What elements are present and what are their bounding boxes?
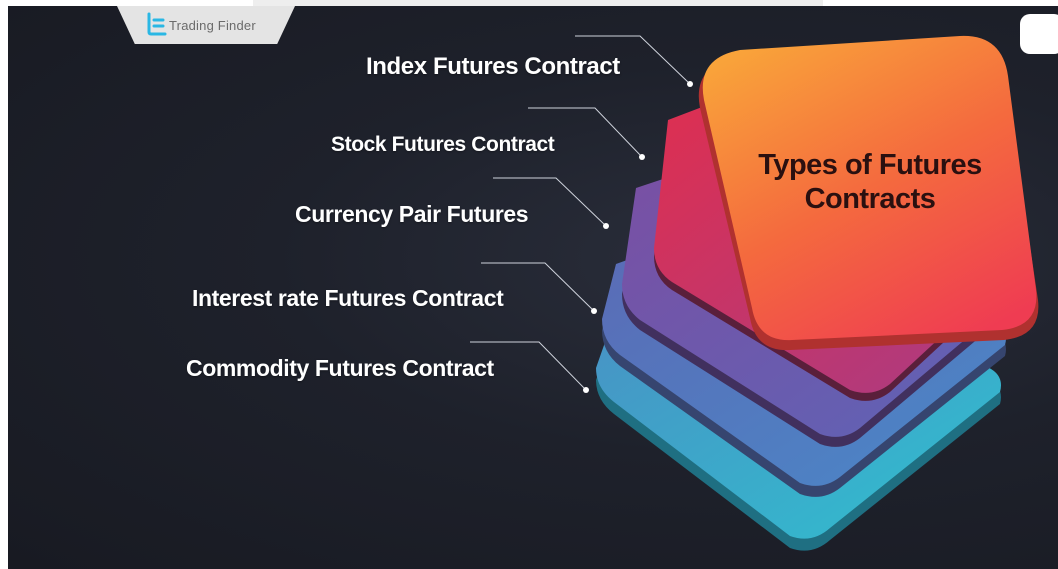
diagram-title: Types of Futures Contracts <box>758 149 982 216</box>
label-currency-pair-futures: Currency Pair Futures <box>295 201 529 227</box>
corner-button[interactable] <box>1020 14 1058 54</box>
label-stock-futures: Stock Futures Contract <box>331 133 555 156</box>
label-commodity-futures: Commodity Futures Contract <box>186 355 494 381</box>
connector-currency <box>493 177 609 229</box>
layer-index-title-card <box>698 35 1039 351</box>
brand-name: Trading Finder <box>169 18 256 33</box>
trading-finder-logo-icon <box>147 12 167 36</box>
label-interest-rate-futures: Interest rate Futures Contract <box>192 285 504 311</box>
connector-index <box>575 35 693 87</box>
connector-interest-rate <box>481 262 597 314</box>
connector-stock <box>528 107 645 160</box>
label-index-futures: Index Futures Contract <box>366 53 620 80</box>
left-border <box>0 0 8 569</box>
brand-tab <box>117 6 295 44</box>
top-border-highlight <box>253 0 823 6</box>
connector-commodity <box>470 341 589 393</box>
